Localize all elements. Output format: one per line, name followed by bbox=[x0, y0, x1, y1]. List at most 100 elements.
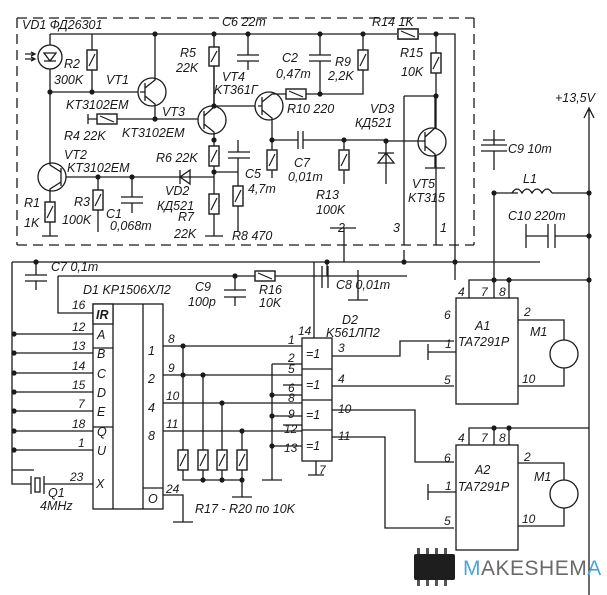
label-c6: C6 22m bbox=[222, 15, 266, 29]
motor-m1-b bbox=[549, 479, 579, 509]
label-r16-value: 10K bbox=[259, 296, 282, 310]
a1-pin: 10 bbox=[522, 372, 536, 386]
d1-left-pin-wires bbox=[11, 331, 93, 453]
a2-pin: 10 bbox=[522, 512, 536, 526]
label-vd1: VD1 ФД26301 bbox=[22, 18, 102, 32]
d1-pin-name: C bbox=[97, 367, 107, 381]
d1-out-name: 4 bbox=[148, 401, 155, 415]
xor-gate-1: =1 bbox=[306, 347, 320, 361]
label-r5-value: 22K bbox=[175, 61, 199, 75]
d1-pin-num: 7 bbox=[78, 397, 86, 411]
label-r17-r20: R17 - R20 по 10K bbox=[195, 502, 296, 516]
xor-gate-4: =1 bbox=[306, 439, 320, 453]
label-r13-value: 100K bbox=[316, 203, 346, 217]
d2-pin: 7 bbox=[319, 463, 327, 477]
label-c1-ref: C1 bbox=[106, 207, 122, 221]
label-a2-ref: A2 bbox=[474, 463, 490, 477]
label-l1: L1 bbox=[523, 172, 537, 186]
d1-pin-num: 13 bbox=[72, 339, 86, 353]
module-pin-1: 1 bbox=[440, 221, 447, 235]
label-c2-ref: C2 bbox=[282, 51, 298, 65]
crystal-q1 bbox=[11, 470, 93, 494]
a2-pin: 5 bbox=[444, 514, 451, 528]
makeshema-logo-chip-icon bbox=[414, 548, 455, 586]
d1-pin-name: A bbox=[96, 328, 105, 342]
label-vt4-ref: VT4 bbox=[222, 70, 245, 84]
d1-pin-num: 14 bbox=[72, 359, 86, 373]
label-vt5-part: KT315 bbox=[408, 191, 445, 205]
label-c9-ref: C9 bbox=[195, 280, 211, 294]
label-vt2-ref: VT2 bbox=[64, 148, 87, 162]
transistor-vt5 bbox=[386, 96, 447, 169]
capacitor-c9-100p bbox=[224, 276, 246, 306]
label-r6: R6 22K bbox=[156, 151, 198, 165]
resistors-r17-r20 bbox=[177, 449, 248, 471]
label-q1-ref: Q1 bbox=[48, 486, 65, 500]
d2-pin: 2 bbox=[287, 351, 295, 365]
module-pin-2: 2 bbox=[337, 221, 345, 235]
inductor-l1 bbox=[511, 188, 589, 195]
a2-pin: 7 bbox=[481, 431, 489, 445]
d2-pin: 10 bbox=[338, 402, 352, 416]
a1-pin: 4 bbox=[458, 285, 465, 299]
label-a1-ref: A1 bbox=[474, 319, 490, 333]
d1-pin-name: IR bbox=[96, 308, 109, 322]
label-r15-ref: R15 bbox=[400, 46, 423, 60]
capacitor-c7-supply bbox=[25, 262, 47, 290]
label-r15-value: 10K bbox=[401, 65, 424, 79]
ic-a2 bbox=[455, 444, 519, 551]
d1-pin-name: E bbox=[97, 405, 106, 419]
label-d1: D1 KP1506ХЛ2 bbox=[83, 283, 171, 297]
capacitor-c10 bbox=[525, 224, 589, 248]
label-r14: R14 1K bbox=[372, 15, 414, 29]
photodiode-vd1 bbox=[25, 34, 63, 92]
label-c5-value: 4,7m bbox=[248, 182, 276, 196]
motor-m1-a bbox=[549, 339, 579, 369]
d1-pin-num: 12 bbox=[72, 320, 86, 334]
label-vt5-ref: VT5 bbox=[412, 177, 435, 191]
d1-out-pin: 8 bbox=[168, 332, 175, 346]
d2-pin: 6 bbox=[288, 381, 295, 395]
d1-pin-num: 23 bbox=[69, 470, 84, 484]
label-r13-ref: R13 bbox=[316, 188, 339, 202]
label-c9-value: 100p bbox=[188, 295, 216, 309]
label-r10: R10 220 bbox=[287, 102, 334, 116]
d1-pin-name: U bbox=[97, 444, 107, 458]
a2-pin: 1 bbox=[445, 479, 452, 493]
capacitor-c8 bbox=[321, 262, 329, 288]
d2-pin: 13 bbox=[284, 441, 298, 455]
label-vd3-ref: VD3 bbox=[370, 102, 394, 116]
wire-top-rail bbox=[50, 33, 456, 245]
d1-pin-num: 1 bbox=[78, 436, 85, 450]
label-c8: C8 0,01m bbox=[336, 278, 390, 292]
d1-out-name: 1 bbox=[148, 344, 155, 358]
d1-pin-num: 16 bbox=[72, 298, 86, 312]
d1-out-pin: 11 bbox=[166, 417, 178, 431]
d2-pin: 1 bbox=[288, 333, 295, 347]
a1-pin: 7 bbox=[481, 285, 489, 299]
label-d2-part: K561ЛП2 bbox=[326, 326, 380, 340]
label-r3-value: 100K bbox=[62, 213, 92, 227]
a1-pin: 8 bbox=[499, 285, 506, 299]
sensor-module-border bbox=[16, 17, 475, 246]
transistor-vt1 bbox=[137, 34, 167, 119]
label-r4: R4 22K bbox=[64, 129, 106, 143]
a2-pin: 2 bbox=[523, 450, 531, 464]
d2-pin: 8 bbox=[288, 391, 295, 405]
d1-pin-name: Q bbox=[97, 425, 107, 439]
label-c7-value: 0,01m bbox=[288, 170, 323, 184]
capacitor-c1 bbox=[121, 177, 143, 213]
label-vt1-ref: VT1 bbox=[106, 73, 129, 87]
label-vt4-part: KT361Г bbox=[214, 83, 259, 97]
d2-pin: 3 bbox=[338, 341, 345, 355]
d2-pin: 12 bbox=[284, 422, 298, 436]
xor-gate-3: =1 bbox=[306, 408, 320, 422]
d1-out-name: O bbox=[148, 492, 158, 506]
d2-pin: 5 bbox=[288, 362, 295, 376]
d1-out-pin: 9 bbox=[168, 361, 175, 375]
label-c7-ref: C7 bbox=[294, 156, 311, 170]
label-supply-voltage: +13,5V bbox=[555, 91, 597, 105]
d1-pin-name: B bbox=[97, 347, 105, 361]
module-pin-3: 3 bbox=[393, 221, 400, 235]
